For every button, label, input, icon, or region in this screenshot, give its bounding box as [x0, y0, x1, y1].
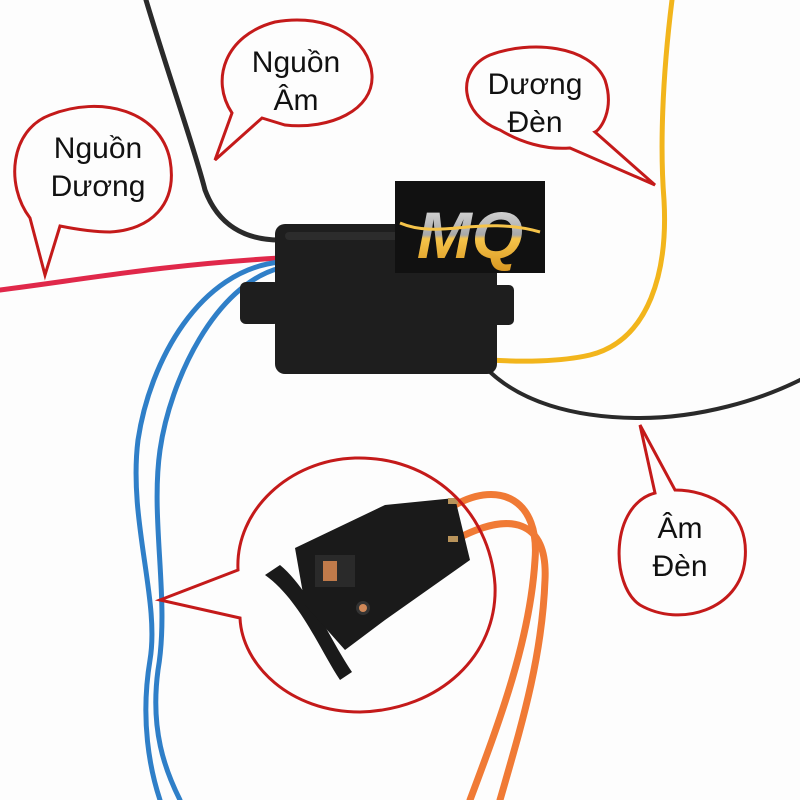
wire-black-top [143, 0, 283, 243]
callout-bubble-nguon-duong [13, 104, 173, 281]
callout-circle-switch [154, 456, 497, 714]
callout-label-nguon-am: Nguồn Âm [251, 46, 341, 117]
wire-yellow [487, 0, 675, 364]
wire-black-right [488, 370, 800, 421]
callout-bubble-duong-den [465, 45, 656, 187]
brand-logo: MQ [395, 181, 545, 273]
switch-connector [265, 498, 470, 680]
wire-blue-1 [133, 259, 283, 800]
callout-label-nguon-duong: Nguồn Dương [50, 132, 146, 203]
wire-orange-1 [451, 491, 539, 800]
wire-orange-2 [451, 520, 549, 800]
callout-bubble-am-den [617, 424, 747, 617]
callout-label-am-den: Âm Đèn [652, 512, 708, 583]
wire-blue-2 [153, 265, 283, 800]
wire-red [0, 255, 283, 293]
callout-label-duong-den: Dương Đèn [487, 68, 583, 139]
logo-text: MQ [417, 198, 523, 272]
callout-bubble-nguon-am [213, 18, 374, 162]
callout-shapes [13, 18, 747, 714]
